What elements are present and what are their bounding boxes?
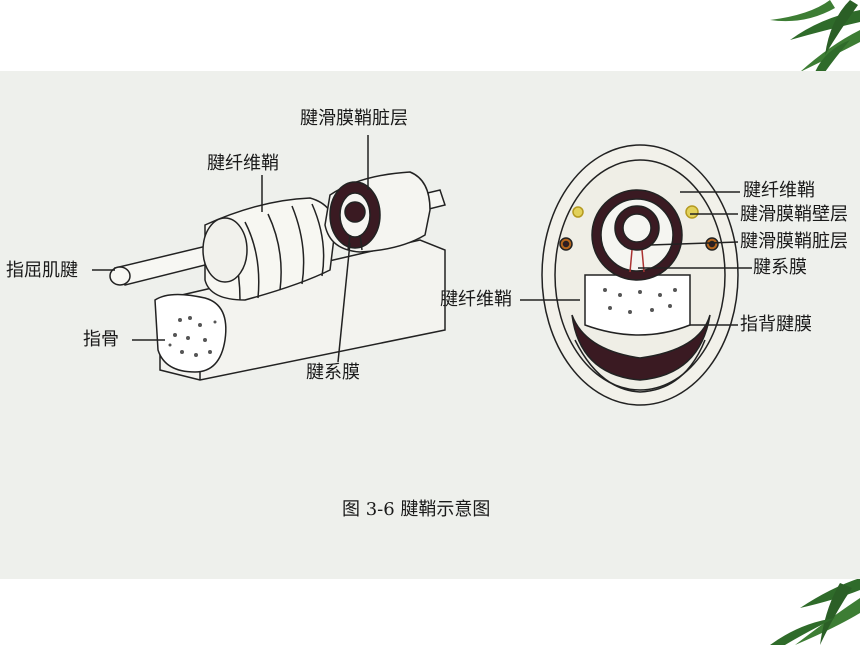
label-fibrous-sheath-left: 腱纤维鞘 — [207, 153, 279, 174]
label-flexor-tendon: 指屈肌腱 — [6, 260, 78, 281]
label-parietal-layer: 腱滑膜鞘壁层 — [740, 204, 848, 225]
label-fibrous-sheath-right-top: 腱纤维鞘 — [743, 180, 815, 201]
leader-lines — [92, 135, 752, 363]
label-mesotendon-left: 腱系膜 — [306, 362, 360, 383]
bamboo-leaves-top-right — [770, 0, 860, 72]
label-visceral-layer-left: 腱滑膜鞘脏层 — [300, 108, 408, 129]
label-phalanx: 指骨 — [83, 329, 119, 350]
longitudinal-view — [109, 171, 446, 381]
figure-caption: 图 3-6 腱鞘示意图 — [342, 499, 491, 520]
bamboo-leaves-bottom-right — [770, 578, 860, 645]
label-mesotendon-right: 腱系膜 — [753, 257, 807, 278]
label-extensor-aponeurosis: 指背腱膜 — [740, 314, 812, 335]
label-visceral-layer-right: 腱滑膜鞘脏层 — [740, 231, 848, 252]
label-fibrous-sheath-right-left: 腱纤维鞘 — [440, 289, 512, 310]
cross-section-view — [541, 144, 739, 406]
